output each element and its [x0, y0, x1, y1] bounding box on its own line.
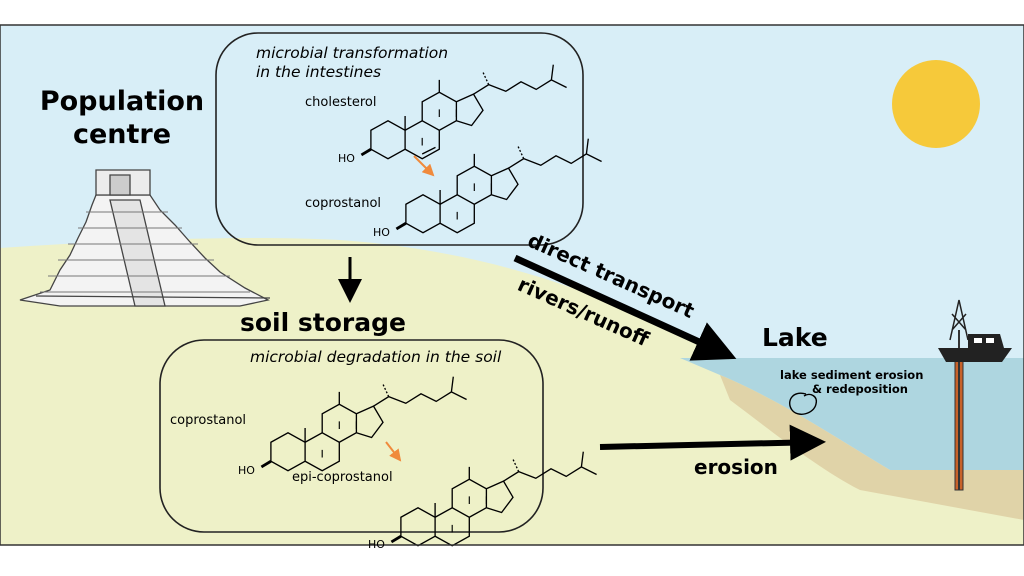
reaction-arrow-intestine — [413, 155, 435, 177]
lake-process-label: lake sediment erosion & redeposition — [780, 368, 923, 396]
epi-coprostanol-label: epi-coprostanol — [292, 470, 393, 485]
intestine-caption-line2: in the intestines — [256, 63, 382, 81]
population-centre-title: Population centre — [28, 85, 216, 151]
soil-storage-title: soil storage — [240, 308, 406, 337]
lake-sediment — [720, 375, 1024, 520]
drilling-rig-boat-icon — [938, 299, 1012, 491]
hydroxyl-label-epi-coprostanol: HO — [368, 538, 385, 551]
soil-degradation-box — [159, 339, 544, 533]
redeposition-swirl-icon — [788, 392, 818, 415]
hydroxyl-label-coprostanol-1: HO — [373, 226, 390, 239]
sun — [892, 60, 980, 148]
population-title-line2: centre — [72, 119, 172, 150]
land — [0, 237, 1024, 545]
reaction-arrow-soil — [385, 441, 402, 462]
soil-box-caption: microbial degradation in the soil — [250, 348, 502, 366]
erosion-label: erosion — [694, 455, 778, 479]
lake-process-line1: lake sediment erosion — [780, 368, 924, 382]
lake-process-line2: & redeposition — [812, 382, 908, 396]
cholesterol-structure — [359, 63, 569, 161]
cholesterol-label: cholesterol — [305, 95, 377, 110]
pyramid-illustration — [19, 169, 271, 307]
intestine-caption-line1: microbial transformation — [256, 44, 449, 62]
intestine-box-caption: microbial transformation in the intestin… — [256, 44, 448, 82]
population-title-line1: Population — [39, 86, 205, 117]
hydroxyl-label-cholesterol: HO — [338, 152, 355, 165]
coprostanol-label-intestine: coprostanol — [305, 196, 382, 211]
arrow-erosion — [599, 424, 826, 461]
lake-water — [680, 358, 1024, 470]
lake-title: Lake — [762, 323, 828, 352]
arrow-direct-transport — [513, 254, 737, 361]
coprostanol-label-soil: coprostanol — [170, 413, 247, 428]
intestine-transformation-box — [215, 32, 584, 246]
hydroxyl-label-coprostanol-2: HO — [238, 464, 255, 477]
diagram-frame — [0, 24, 1024, 546]
